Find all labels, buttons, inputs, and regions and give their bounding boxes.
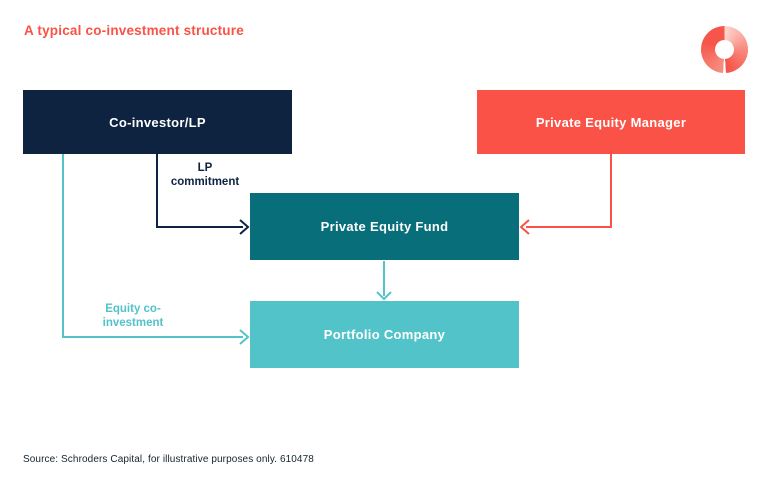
node-private-equity-manager-label: Private Equity Manager [535, 114, 687, 130]
edge-lp-commitment-arrowhead [239, 219, 250, 235]
node-co-investor-lp: Co-investor/LP [23, 90, 292, 154]
node-co-investor-lp-label: Co-investor/LP [109, 114, 206, 130]
edge-manager-to-fund-line [526, 154, 612, 228]
node-private-equity-fund-label: Private Equity Fund [320, 219, 449, 234]
edge-label-equity-co-investment: Equity co-investment [102, 303, 164, 330]
node-private-equity-manager: Private Equity Manager [477, 90, 745, 154]
edge-fund-to-portfolio-arrowhead [376, 291, 392, 301]
edge-label-lp-commitment: LP commitment [170, 162, 240, 189]
node-portfolio-company: Portfolio Company [250, 301, 519, 368]
node-portfolio-company-label: Portfolio Company [323, 327, 446, 342]
schroders-logo-icon [701, 26, 748, 73]
edge-equity-coinvestment-arrowhead [239, 329, 250, 345]
source-note: Source: Schroders Capital, for illustrat… [23, 454, 314, 465]
node-private-equity-fund: Private Equity Fund [250, 193, 519, 260]
page-title: A typical co-investment structure [24, 23, 244, 38]
edge-manager-to-fund-arrowhead [519, 219, 530, 235]
